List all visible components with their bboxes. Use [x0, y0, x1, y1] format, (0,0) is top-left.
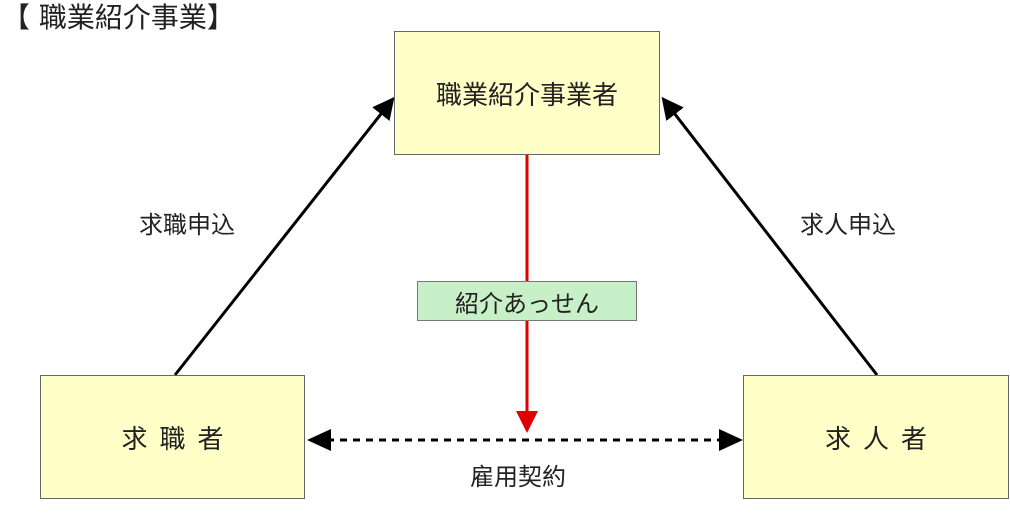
seeker-label: 求職者	[121, 424, 236, 455]
agent-node: 職業紹介事業者	[394, 31, 660, 155]
employer-to-agent-arrow	[661, 96, 879, 376]
job-offer-label: 求人申込	[800, 211, 896, 239]
page-title: 【 職業紹介事業】	[2, 1, 235, 34]
seeker-node: 求職者	[40, 375, 305, 499]
contract-arrowhead-right	[719, 429, 743, 451]
employer-label: 求人者	[824, 424, 939, 455]
seeker-to-agent-arrow	[173, 96, 395, 376]
employer-node: 求人者	[743, 375, 1009, 499]
employment-contract-label: 雇用契約	[470, 463, 566, 491]
mediation-text: 紹介あっせん	[455, 289, 599, 318]
contract-arrowhead-left	[307, 429, 331, 451]
agent-label: 職業紹介事業者	[435, 80, 618, 111]
mediation-label: 紹介あっせん	[417, 281, 637, 321]
job-application-label: 求職申込	[139, 211, 235, 239]
